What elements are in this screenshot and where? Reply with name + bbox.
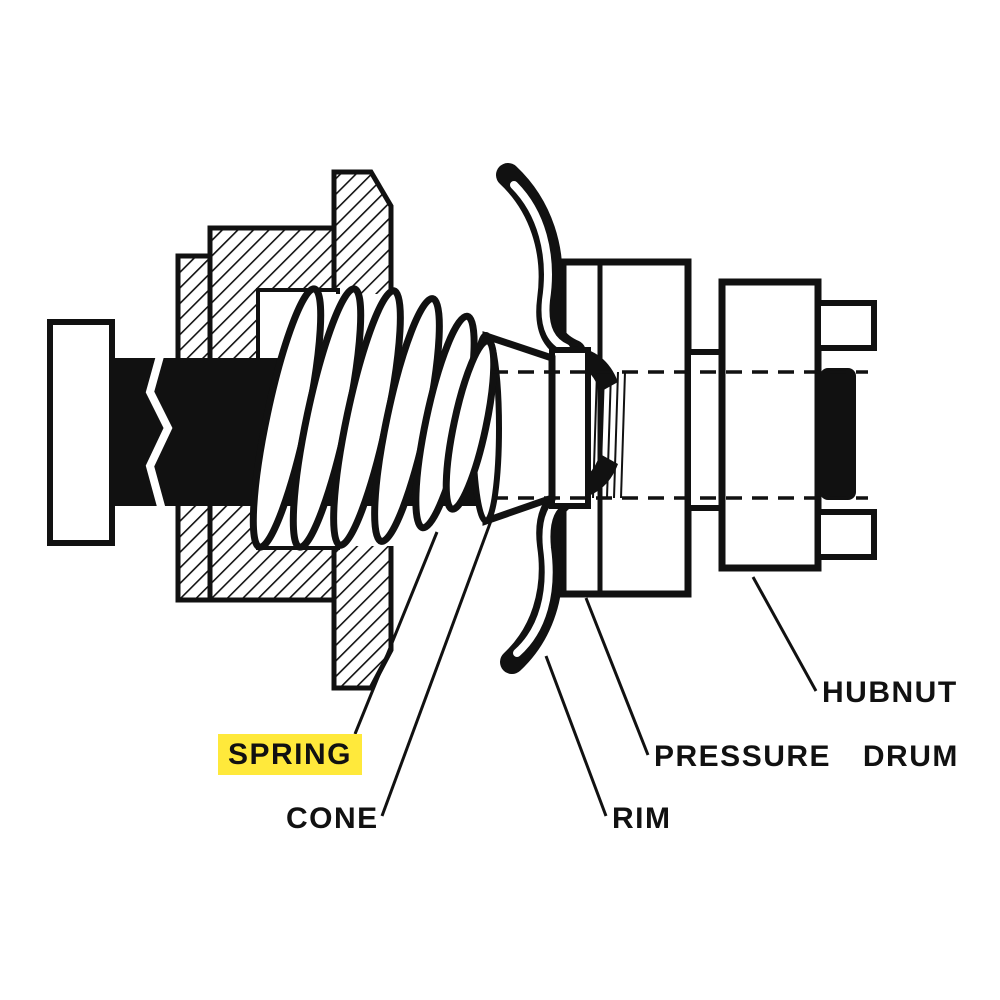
label-rim: RIM [612, 802, 672, 835]
label-spring: SPRING [218, 734, 363, 775]
leader-lines [353, 517, 818, 817]
leader-spring [353, 531, 439, 735]
leader-cone [380, 517, 494, 817]
hubnut-part [718, 278, 877, 572]
shaft-end [820, 368, 856, 500]
leader-pressure-drum [584, 597, 650, 756]
label-hubnut: HUBNUT [822, 676, 958, 709]
shaft-break-line [145, 354, 173, 512]
centerlines [492, 370, 868, 500]
hubnut-lug-bottom [815, 509, 877, 560]
label-pressure-drum: PRESSURE DRUM [654, 740, 959, 773]
leader-rim [544, 655, 608, 817]
label-cone: CONE [286, 802, 379, 835]
drum-shaft-neck [685, 349, 725, 511]
hubnut-lug-top [815, 300, 877, 351]
shaft-end-cap [47, 319, 115, 546]
spring-coils [249, 285, 498, 551]
leader-hubnut [751, 576, 818, 692]
